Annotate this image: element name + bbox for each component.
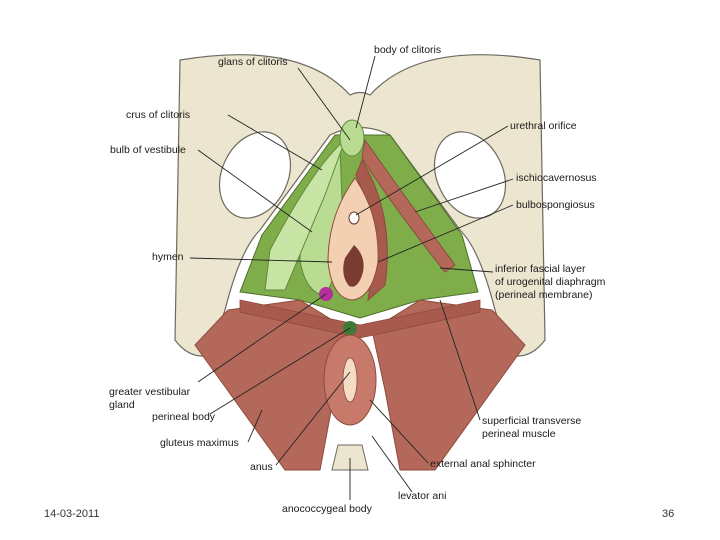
obturator-foramen-left (218, 131, 292, 219)
label-hymen: hymen (152, 251, 184, 263)
label-anococcygeal-body: anococcygeal body (282, 503, 372, 515)
obturator-foramen-right (433, 131, 507, 219)
label-body-of-clitoris: body of clitoris (374, 44, 442, 56)
label-levator-ani: levator ani (398, 490, 447, 502)
vestibule (327, 177, 379, 301)
label-superficial-transverse-line2: perineal muscle (482, 428, 556, 440)
label-bulbospongiosus: bulbospongiosus (516, 199, 595, 211)
gluteus-maximus-right (371, 299, 526, 471)
gluteus-maximus-left (194, 299, 349, 471)
label-perineal-body: perineal body (152, 411, 216, 423)
anal-opening (342, 357, 358, 403)
label-external-anal-sphincter: external anal sphincter (430, 458, 536, 470)
label-anus: anus (250, 461, 273, 473)
label-crus-of-clitoris: crus of clitoris (126, 109, 191, 121)
label-inferior-fascial-line2: of urogenital diaphragm (495, 276, 606, 288)
label-glans-of-clitoris: glans of clitoris (218, 56, 288, 68)
label-gluteus-maximus: gluteus maximus (160, 437, 239, 449)
label-greater-vestibular-line2: gland (109, 399, 135, 411)
crus-of-clitoris (264, 138, 347, 291)
label-greater-vestibular-line1: greater vestibular (109, 386, 191, 398)
coccyx (331, 444, 369, 471)
label-ischiocavernosus: ischiocavernosus (516, 172, 597, 184)
glans-of-clitoris (339, 119, 365, 157)
vaginal-orifice (343, 245, 364, 287)
label-inferior-fascial-line3: (perineal membrane) (495, 289, 593, 301)
leader-lines (189, 55, 514, 500)
label-urethral-orifice: urethral orifice (510, 120, 577, 132)
label-bulb-of-vestibule: bulb of vestibule (110, 144, 186, 156)
label-superficial-transverse-line1: superficial transverse (482, 415, 582, 427)
slide-page-number: 36 (662, 508, 675, 520)
label-inferior-fascial-line1: inferior fascial layer (495, 263, 586, 275)
superficial-transverse-muscle (239, 299, 481, 339)
slide-date: 14-03-2011 (44, 508, 100, 520)
